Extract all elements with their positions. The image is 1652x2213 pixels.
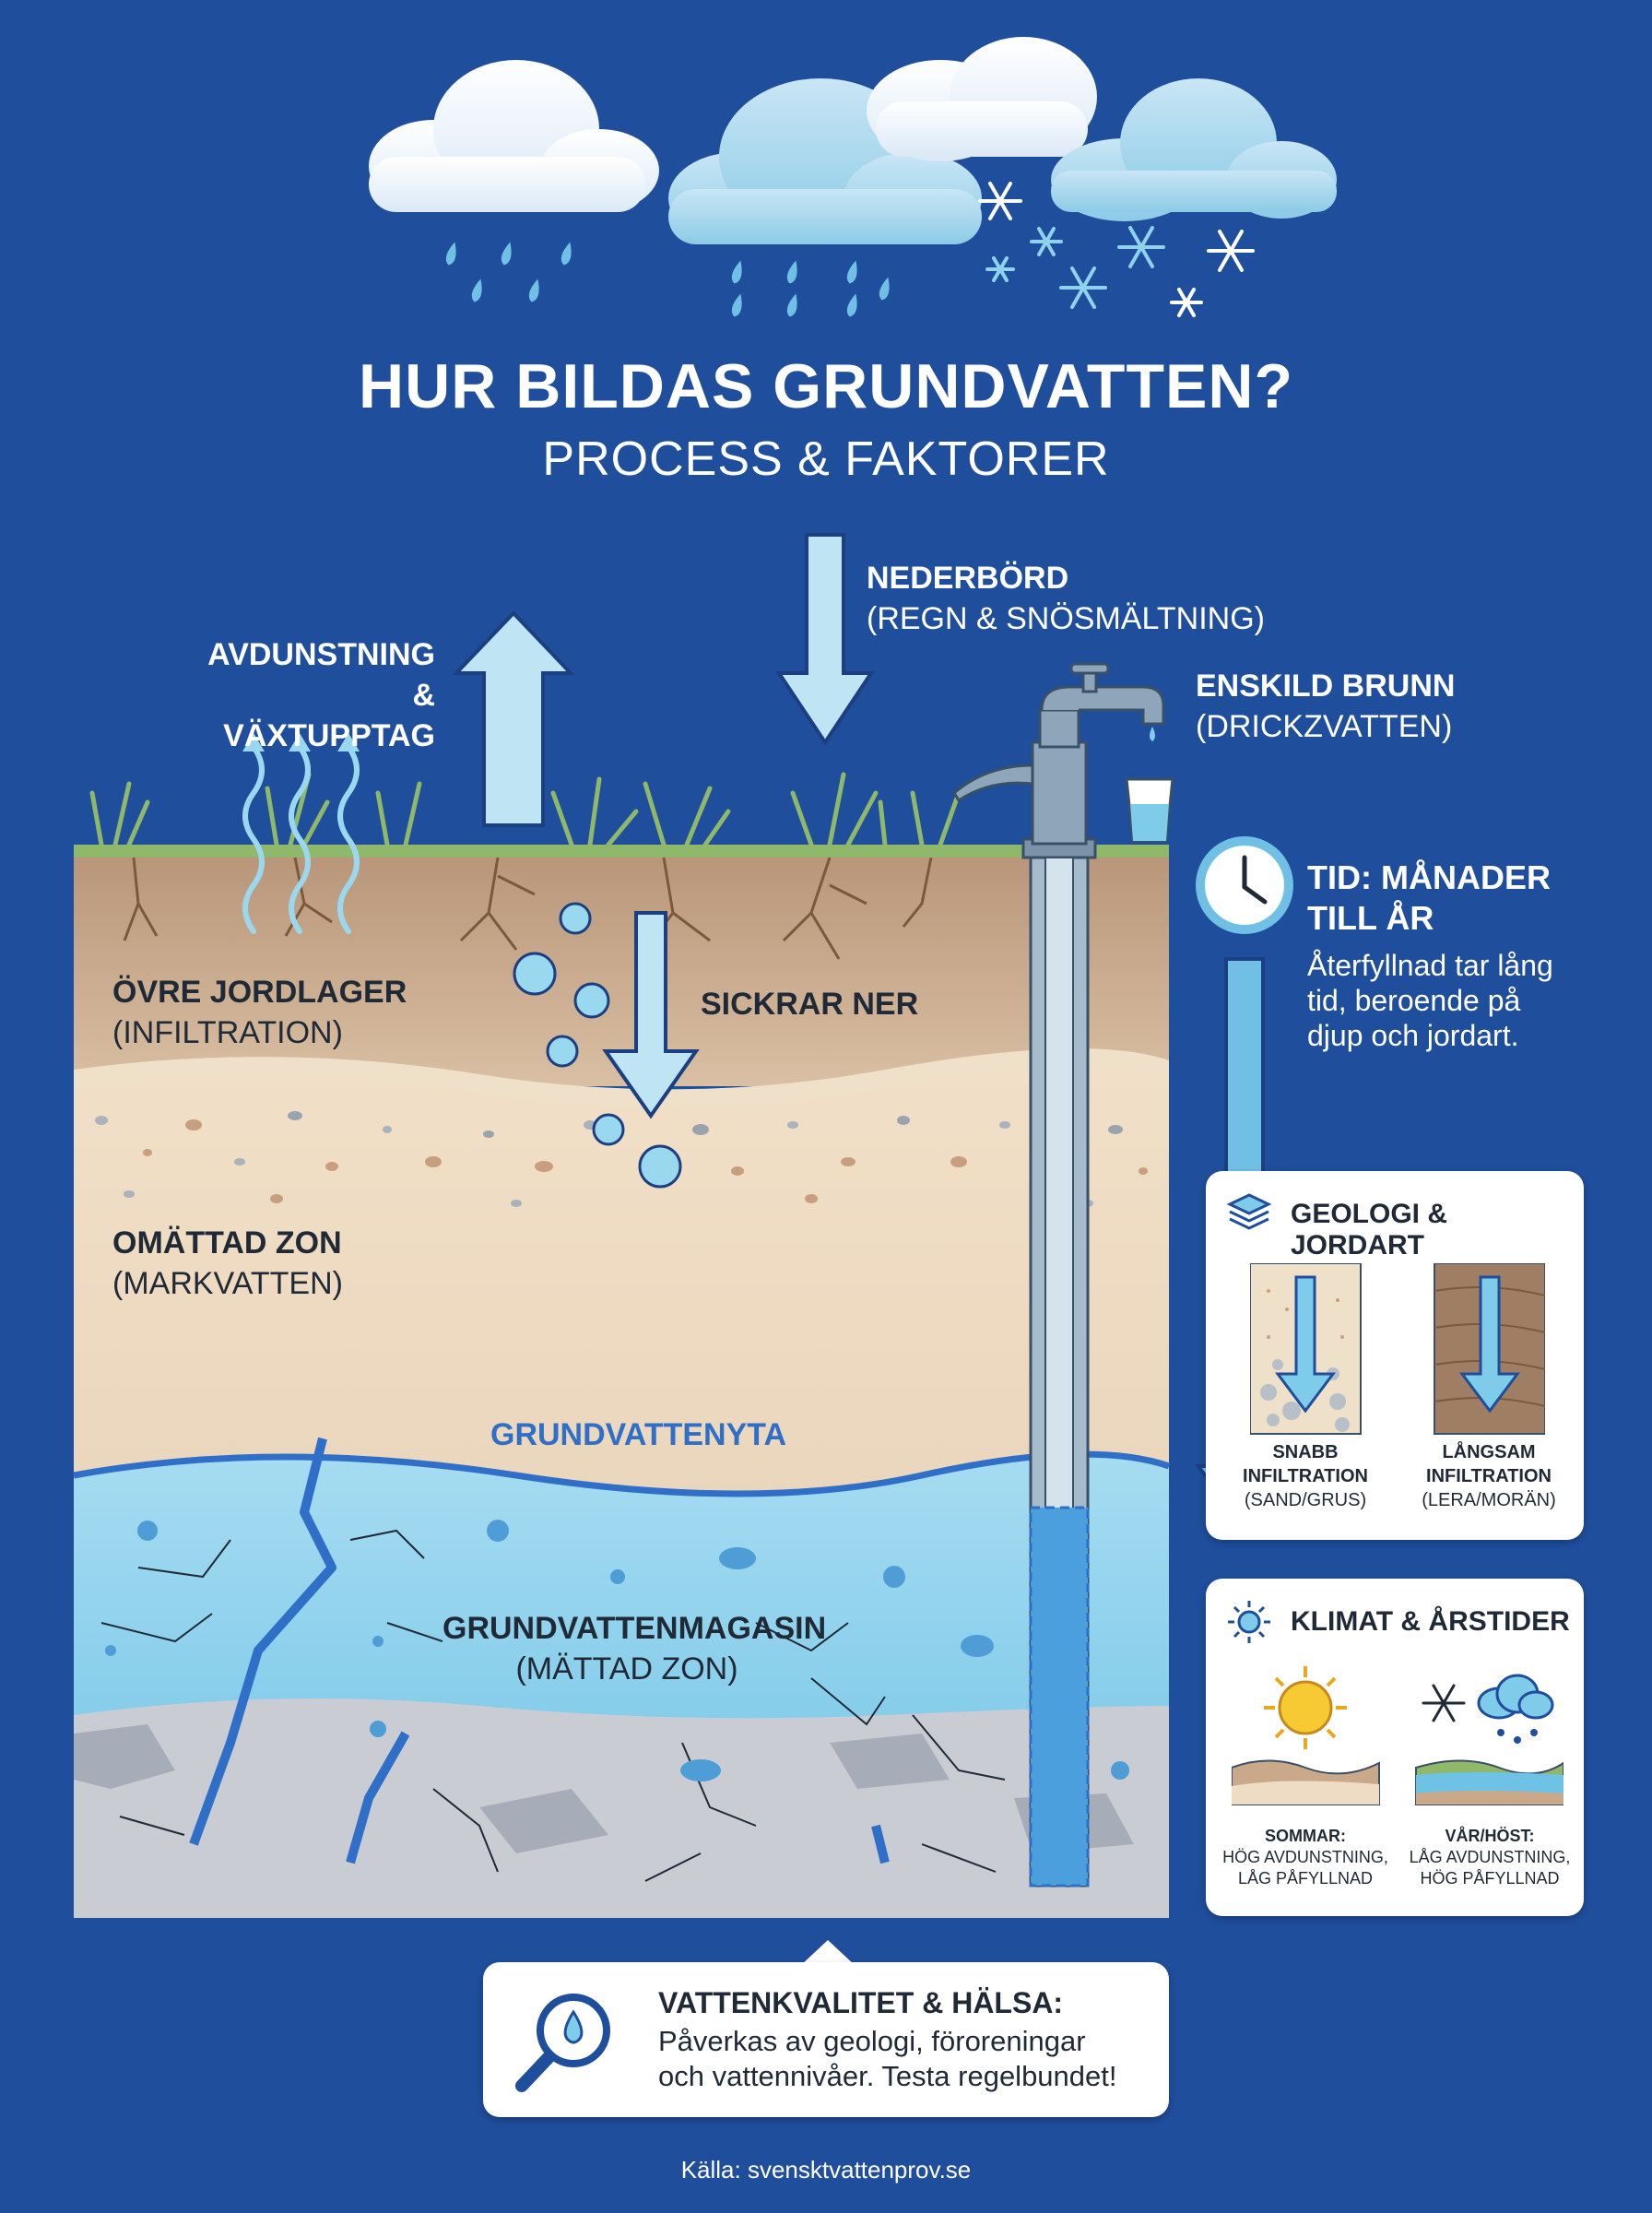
- fast-infiltration-label: SNABB INFILTRATION (SAND/GRUS): [1243, 1442, 1368, 1510]
- fast-arrow: [1275, 1275, 1336, 1414]
- spring-cloud-icon: [1477, 1674, 1554, 1744]
- snowflake-icon: [985, 226, 1165, 309]
- magnifier-water-icon: [515, 1994, 610, 2092]
- rain-icon: [445, 242, 890, 317]
- water-quality-card: VATTENKVALITET & HÄLSA: Påverkas av geol…: [483, 1962, 1169, 2117]
- water-bubbles: [105, 1520, 1129, 1781]
- sun-icon: [1228, 1601, 1270, 1643]
- evaporation-arrows: [242, 744, 360, 934]
- slow-arrow: [1459, 1275, 1520, 1414]
- well-icon: [952, 662, 1174, 1888]
- time-label: TID: MÅNADER TILL ÅR Återfyllnad tar lån…: [1307, 858, 1553, 1052]
- cloud-icon: [1051, 78, 1337, 221]
- summer-sun-icon: [1264, 1666, 1347, 1749]
- layers-icon: [1226, 1193, 1272, 1230]
- rock-fracture: [189, 1437, 890, 1864]
- grass-icon: [89, 772, 962, 847]
- unsaturated-zone-label: OMÄTTAD ZON (MARKVATTEN): [112, 1225, 343, 1301]
- geology-title: GEOLOGI & JORDART: [1291, 1199, 1448, 1260]
- climate-card: KLIMAT & ÅRSTIDER SOMMAR: HÖG AVDUNSTNIN…: [1206, 1579, 1584, 1916]
- water-table-label: GRUNDVATTENYTA: [490, 1417, 787, 1452]
- geology-card: GEOLOGI & JORDART SNABB INFILTRATION (SA…: [1206, 1171, 1584, 1540]
- summer-label: SOMMAR: HÖG AVDUNSTNING, LÅG PÅFYLLNAD: [1222, 1827, 1388, 1888]
- snowflake-icon: [978, 182, 1255, 317]
- seep-down-arrow: [602, 911, 700, 1119]
- page-subtitle: PROCESS & FAKTORER: [542, 432, 1110, 486]
- aquifer-label: GRUNDVATTENMAGASIN (MÄTTAD ZON): [442, 1611, 827, 1686]
- infiltration-samples: [1250, 1263, 1545, 1435]
- season-illustrations: [1232, 1666, 1564, 1805]
- seep-label: SICKRAR NER: [701, 987, 919, 1022]
- water-quality-line2: och vattennivåer. Testa regelbundet!: [658, 2060, 1117, 2092]
- spring-snowflake-icon: [1422, 1684, 1466, 1722]
- upper-soil-layer: [74, 856, 1169, 1086]
- slow-infiltration-label: LÅNGSAM INFILTRATION (LERA/MORÄN): [1422, 1442, 1556, 1510]
- climate-title: KLIMAT & ÅRSTIDER: [1291, 1606, 1570, 1637]
- precipitation-down-arrow: [775, 533, 875, 746]
- evaporation-up-arrow: [452, 610, 575, 827]
- precipitation-label: NEDERBÖRD (REGN & SNÖSMÄLTNING): [867, 561, 1265, 636]
- water-quality-line1: Påverkas av geologi, föroreningar: [658, 2025, 1086, 2057]
- cloud-icon: [867, 37, 1097, 161]
- evaporation-label: AVDUNSTNING& VÄXTUPPTAG: [207, 637, 435, 753]
- cloud-icon: [369, 60, 659, 212]
- upper-soil-label: ÖVRE JORDLAGER (INFILTRATION): [112, 975, 407, 1050]
- cloud-icon: [668, 78, 982, 244]
- gravel-dots: [95, 1111, 1148, 1207]
- ground-surface: [74, 845, 1169, 858]
- water-quality-title: VATTENKVALITET & HÄLSA:: [658, 1986, 1064, 2019]
- source-text: Källa: svensktvattenprov.se: [680, 2156, 972, 2183]
- well-label: ENSKILD BRUNN (DRICKZVATTEN): [1196, 669, 1456, 744]
- sky-illustration: [369, 37, 1337, 317]
- spring-autumn-label: VÅR/HÖST: LÅG AVDUNSTNING, HÖG PÅFYLLNAD: [1409, 1827, 1571, 1888]
- roots: [123, 857, 933, 960]
- seep-bubbles: [513, 902, 682, 1189]
- page-title: HUR BILDAS GRUNDVATTEN?: [359, 351, 1293, 421]
- unsaturated-zone-layer: [74, 1067, 1169, 1512]
- ground-cross-section: [73, 533, 1294, 1918]
